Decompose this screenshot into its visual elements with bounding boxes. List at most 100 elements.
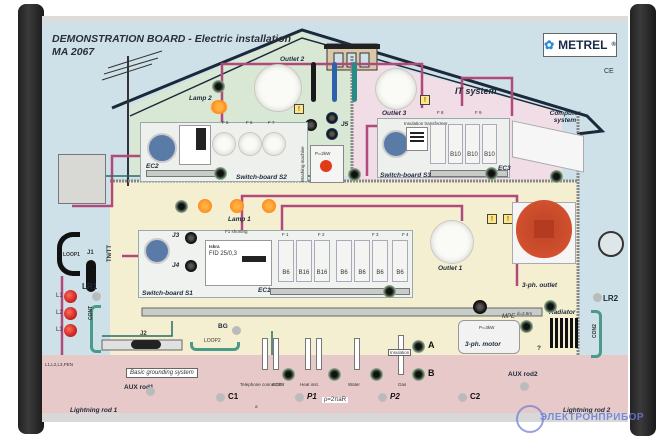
breaker-b10-1[interactable]: B10 bbox=[448, 124, 463, 164]
rcd-iskra[interactable]: Iskra FID 25/0,3 bbox=[205, 240, 272, 286]
washing-machine-pe-jack[interactable] bbox=[348, 168, 361, 181]
mpe-bar bbox=[141, 307, 543, 317]
heat-label: Heat inst. bbox=[300, 382, 320, 387]
f1-shorting-label: F1 shorting bbox=[225, 229, 248, 234]
j2-jumper[interactable] bbox=[131, 340, 161, 349]
lamp1-bulb-2[interactable] bbox=[230, 199, 244, 213]
outlet3-socket[interactable] bbox=[375, 68, 417, 110]
lamp1-bulb-1[interactable] bbox=[198, 199, 212, 213]
fuse-f7[interactable] bbox=[262, 132, 286, 156]
three-phase-outlet-label: 3-ph. outlet bbox=[522, 282, 558, 289]
cable-pe[interactable] bbox=[352, 62, 357, 102]
motor-switch[interactable] bbox=[473, 300, 487, 314]
probe-c2-terminal[interactable] bbox=[458, 393, 467, 402]
cctv-label: CCTV bbox=[272, 382, 285, 387]
fuse-f1-label: F 1 bbox=[282, 232, 289, 237]
fuse-f8-rcd[interactable] bbox=[430, 124, 446, 164]
insulation-transformer[interactable] bbox=[406, 127, 428, 151]
terminal-a-jack[interactable] bbox=[412, 340, 425, 353]
three-phase-outlet-jack[interactable] bbox=[544, 300, 557, 313]
breaker-f3-1[interactable]: B6 bbox=[336, 240, 352, 282]
three-phase-outlet[interactable] bbox=[516, 200, 572, 258]
terminal-b-jack[interactable] bbox=[412, 368, 425, 381]
spacing-a-label: a bbox=[255, 404, 258, 409]
s2-rcd-lever[interactable] bbox=[196, 128, 206, 150]
j5-jack-1[interactable] bbox=[326, 112, 338, 124]
breaker-f2-2[interactable]: B16 bbox=[314, 240, 330, 282]
water-pipe bbox=[354, 338, 360, 370]
breaker-f2-1[interactable]: B16 bbox=[296, 240, 312, 282]
lr1-terminal[interactable] bbox=[92, 292, 101, 301]
lamp1-bulb-3[interactable] bbox=[262, 199, 276, 213]
probe-p2-terminal[interactable] bbox=[378, 393, 387, 402]
probe-c1-label: C1 bbox=[228, 392, 239, 401]
computer-system-jack[interactable] bbox=[550, 170, 563, 183]
breaker-f4[interactable]: B6 bbox=[392, 240, 408, 282]
con2-cable[interactable] bbox=[591, 310, 602, 358]
lamp1-label: Lamp 1 bbox=[228, 216, 251, 223]
washing-machine[interactable]: Pₗ=2kW bbox=[310, 145, 344, 183]
rcd-lever[interactable] bbox=[242, 256, 266, 262]
motor-label: 3-ph. motor bbox=[465, 341, 501, 348]
ec1-jack[interactable] bbox=[383, 285, 396, 298]
motor-pe-jack[interactable] bbox=[520, 320, 533, 333]
aux-rod1-label: AUX rod1 bbox=[124, 384, 154, 391]
ec3-jack[interactable] bbox=[485, 167, 498, 180]
breaker-f1[interactable]: B6 bbox=[278, 240, 294, 282]
fuse-f5[interactable] bbox=[212, 132, 236, 156]
j1-jumper[interactable] bbox=[86, 260, 96, 292]
breaker-b10-3[interactable]: B10 bbox=[482, 124, 497, 164]
loop1-cable[interactable] bbox=[57, 232, 80, 276]
s3-rotary-switch[interactable] bbox=[382, 130, 410, 158]
probe-c1-terminal[interactable] bbox=[216, 393, 225, 402]
washing-machine-jack-1[interactable] bbox=[305, 119, 317, 131]
water-label: Water bbox=[348, 382, 360, 387]
probe-p1-terminal[interactable] bbox=[295, 393, 304, 402]
bg-label: BG bbox=[218, 323, 228, 330]
lamp2-jack[interactable] bbox=[212, 80, 225, 93]
cable-n[interactable] bbox=[332, 62, 337, 102]
water-jack[interactable] bbox=[370, 368, 383, 381]
ec2-jack[interactable] bbox=[214, 167, 227, 180]
outlet-cover-plate bbox=[534, 220, 554, 238]
five-pin-connector[interactable] bbox=[598, 231, 624, 257]
watermark-text: ЭЛЕКТРОНПРИБОР bbox=[540, 412, 645, 423]
s1-rotary-switch[interactable] bbox=[144, 238, 170, 264]
loop2-cable[interactable] bbox=[190, 342, 240, 351]
cable-l[interactable] bbox=[311, 62, 316, 102]
phase-l1-indicator[interactable] bbox=[64, 290, 77, 303]
left-carry-handle bbox=[18, 4, 44, 434]
board-title-line1: DEMONSTRATION BOARD - Electric installat… bbox=[52, 33, 291, 45]
phase-l3-indicator[interactable] bbox=[64, 324, 77, 337]
lamp2-bulb[interactable] bbox=[210, 100, 228, 114]
breaker-f3-2[interactable]: B6 bbox=[354, 240, 370, 282]
breaker-b10-2[interactable]: B10 bbox=[465, 124, 480, 164]
cctv-jack[interactable] bbox=[282, 368, 295, 381]
lamp1-jack[interactable] bbox=[175, 200, 188, 213]
aux-rod2-terminal[interactable] bbox=[520, 382, 529, 391]
j3-jack[interactable] bbox=[185, 232, 197, 244]
heat-jack[interactable] bbox=[328, 368, 341, 381]
outlet1-socket[interactable] bbox=[430, 220, 474, 264]
switchboard-s3-label: Switch-board S3 bbox=[380, 172, 431, 179]
j4-jack[interactable] bbox=[185, 260, 197, 272]
s2-rcd[interactable] bbox=[179, 125, 211, 165]
probe-p1-label: P1 bbox=[307, 392, 317, 401]
phase-l3-label: L3 bbox=[56, 327, 63, 333]
cont-cable[interactable] bbox=[90, 305, 101, 353]
lightning-rod2-label: Lightning rod 2 bbox=[563, 407, 611, 414]
basic-grounding-label: Basic grounding system bbox=[126, 368, 198, 378]
fuse-f6-label: F 6 bbox=[246, 120, 253, 125]
bg-terminal[interactable] bbox=[232, 326, 241, 335]
breaker-f3-3[interactable]: B6 bbox=[372, 240, 388, 282]
lightning-rod1-label: Lightning rod 1 bbox=[70, 407, 118, 414]
phase-l2-indicator[interactable] bbox=[64, 307, 77, 320]
j5-jack-2[interactable] bbox=[326, 128, 338, 140]
aux-rod1-terminal[interactable] bbox=[146, 387, 155, 396]
radiator[interactable] bbox=[550, 318, 580, 348]
lr2-terminal[interactable] bbox=[593, 293, 602, 302]
con2-label: CON2 bbox=[592, 324, 598, 338]
three-phase-motor[interactable]: Pₗ=3kW 3-ph. motor bbox=[458, 320, 520, 354]
fuse-f6[interactable] bbox=[238, 132, 262, 156]
s2-rotary-switch[interactable] bbox=[147, 133, 177, 163]
